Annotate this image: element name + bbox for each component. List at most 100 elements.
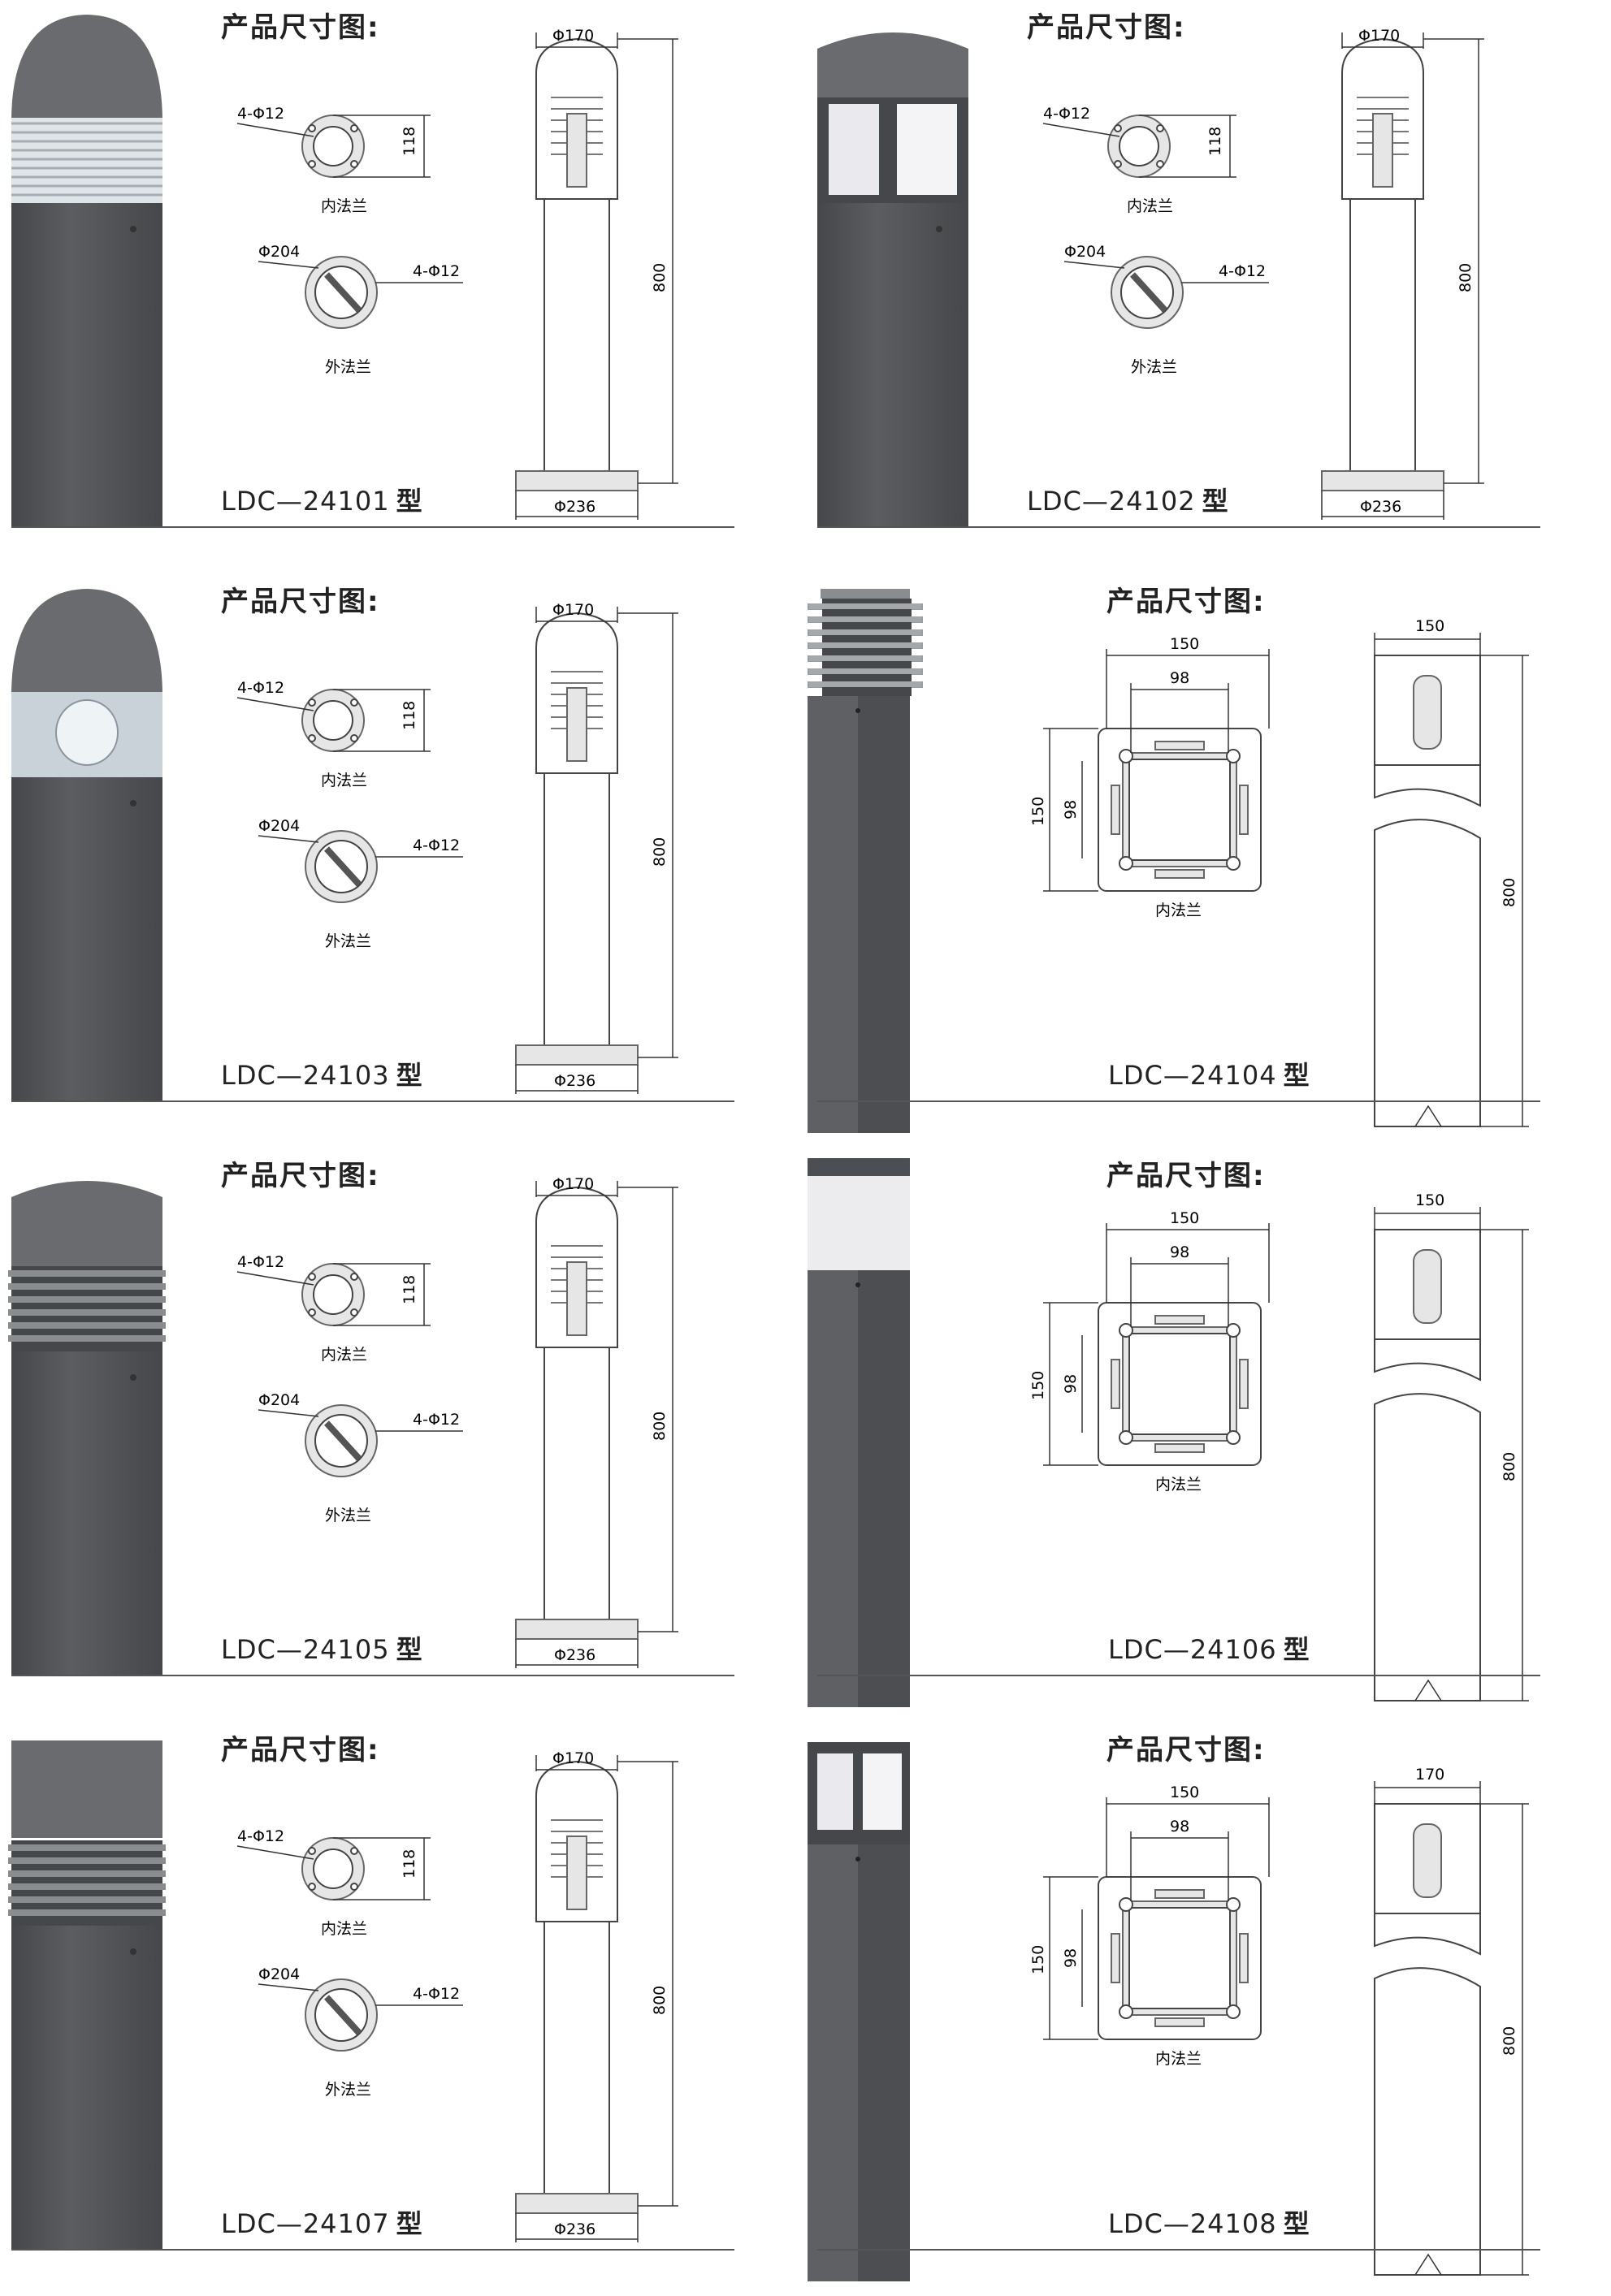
caption-rule [817,526,1540,528]
inner-bolt-label: 4-Φ12 [237,1827,284,1845]
bollard-photo [11,589,162,1100]
pole-body [817,203,968,526]
pole-side [543,772,610,1046]
bolt-spacing-width-label: 98 [1170,1243,1189,1261]
outer-diameter-label: Φ204 [1064,243,1106,261]
inner-bolt-label: 4-Φ12 [237,1253,284,1271]
side-width-label: 150 [1415,1191,1444,1209]
model-suffix: 型 [396,486,423,517]
base-plate [515,2193,639,2214]
height-label: 800 [1501,878,1518,907]
dome-cap [11,15,162,122]
dimension-heading: 产品尺寸图: [221,1734,380,1766]
inner-flange-label: 内法兰 [1155,902,1202,919]
caption-rule [11,2249,734,2251]
bollard-photo [808,1742,910,2281]
caption-rule [11,1100,734,1102]
model-suffix: 型 [1283,1634,1310,1665]
pole-face-left [808,1270,858,1707]
bolt-spacing-width-label: 98 [1170,669,1189,687]
bollard-photo [808,1158,910,1707]
inner-height-label: 118 [401,1275,418,1304]
inner-flange-label: 内法兰 [1127,197,1173,215]
pole-upper [1374,1913,1481,1956]
flange-height-label: 150 [1029,797,1047,826]
dimension-heading: 产品尺寸图: [1106,1734,1266,1766]
bollard-photo [8,1181,166,1675]
flange-height-label: 150 [1029,1371,1047,1400]
pole-upper [1374,764,1481,807]
pole-lower [1374,1393,1481,1701]
pole-upper [1374,1338,1481,1381]
pole-body [11,777,162,1100]
height-label: 800 [651,837,669,867]
flange-width-label: 150 [1170,1209,1199,1227]
bolt-spacing-width-label: 98 [1170,1818,1189,1836]
model-code: LDC—24101 [221,486,390,517]
flange-height-label: 150 [1029,1945,1047,1974]
base-diameter-label: Φ236 [554,498,595,516]
bollard-photo [817,32,968,526]
inner-flange-label: 内法兰 [321,1920,367,1938]
inner-height-label: 118 [1206,127,1224,156]
inner-flange-label: 内法兰 [1155,1476,1202,1494]
inner-flange-label: 内法兰 [1155,2050,1202,2068]
outer-flange-label: 外法兰 [325,2081,371,2099]
pole-lower [1374,1967,1481,2276]
outer-flange-label: 外法兰 [1131,358,1177,376]
outer-flange-label: 外法兰 [325,358,371,376]
caption-rule [11,526,734,528]
white-diffuser [808,1176,910,1270]
model-code: LDC—24108 [1108,2208,1277,2239]
pole-face-left [808,696,858,1133]
bolt-spacing-height-label: 98 [1062,1374,1080,1394]
outer-diameter-label: Φ204 [258,817,300,835]
inner-height-label: 118 [401,701,418,730]
bollard-photo [11,15,162,526]
caption-rule [11,1675,734,1676]
model-code: LDC—24107 [221,2208,390,2239]
outer-bolt-label: 4-Φ12 [413,262,460,280]
outer-diameter-label: Φ204 [258,1391,300,1409]
pole-side [543,1921,610,2194]
base-diameter-label: Φ236 [554,1072,595,1090]
bolt-spacing-height-label: 98 [1062,800,1080,819]
inner-height-label: 118 [401,127,418,156]
inner-height-label: 118 [401,1849,418,1879]
inner-bolt-label: 4-Φ12 [1043,105,1090,123]
caption-rule [817,2249,1540,2251]
dimension-heading: 产品尺寸图: [221,11,380,44]
model-suffix: 型 [396,1060,423,1091]
outer-diameter-label: Φ204 [258,1965,300,1983]
base-plate [1321,470,1444,491]
height-label: 800 [1501,2026,1518,2056]
flange-width-label: 150 [1170,1784,1199,1801]
pole-body [11,203,162,526]
top-diameter-label: Φ170 [1358,27,1400,45]
pole-face-left [808,1844,858,2281]
top-diameter-label: Φ170 [552,27,594,45]
dimension-heading: 产品尺寸图: [1106,1160,1266,1192]
model-code: LDC—24106 [1108,1634,1277,1665]
model-code: LDC—24105 [221,1634,390,1665]
pole-side [543,198,610,472]
cone-cap [11,1181,162,1270]
model-code: LDC—24103 [221,1060,390,1091]
base-diameter-label: Φ236 [554,1646,595,1664]
caption-rule [817,1675,1540,1676]
